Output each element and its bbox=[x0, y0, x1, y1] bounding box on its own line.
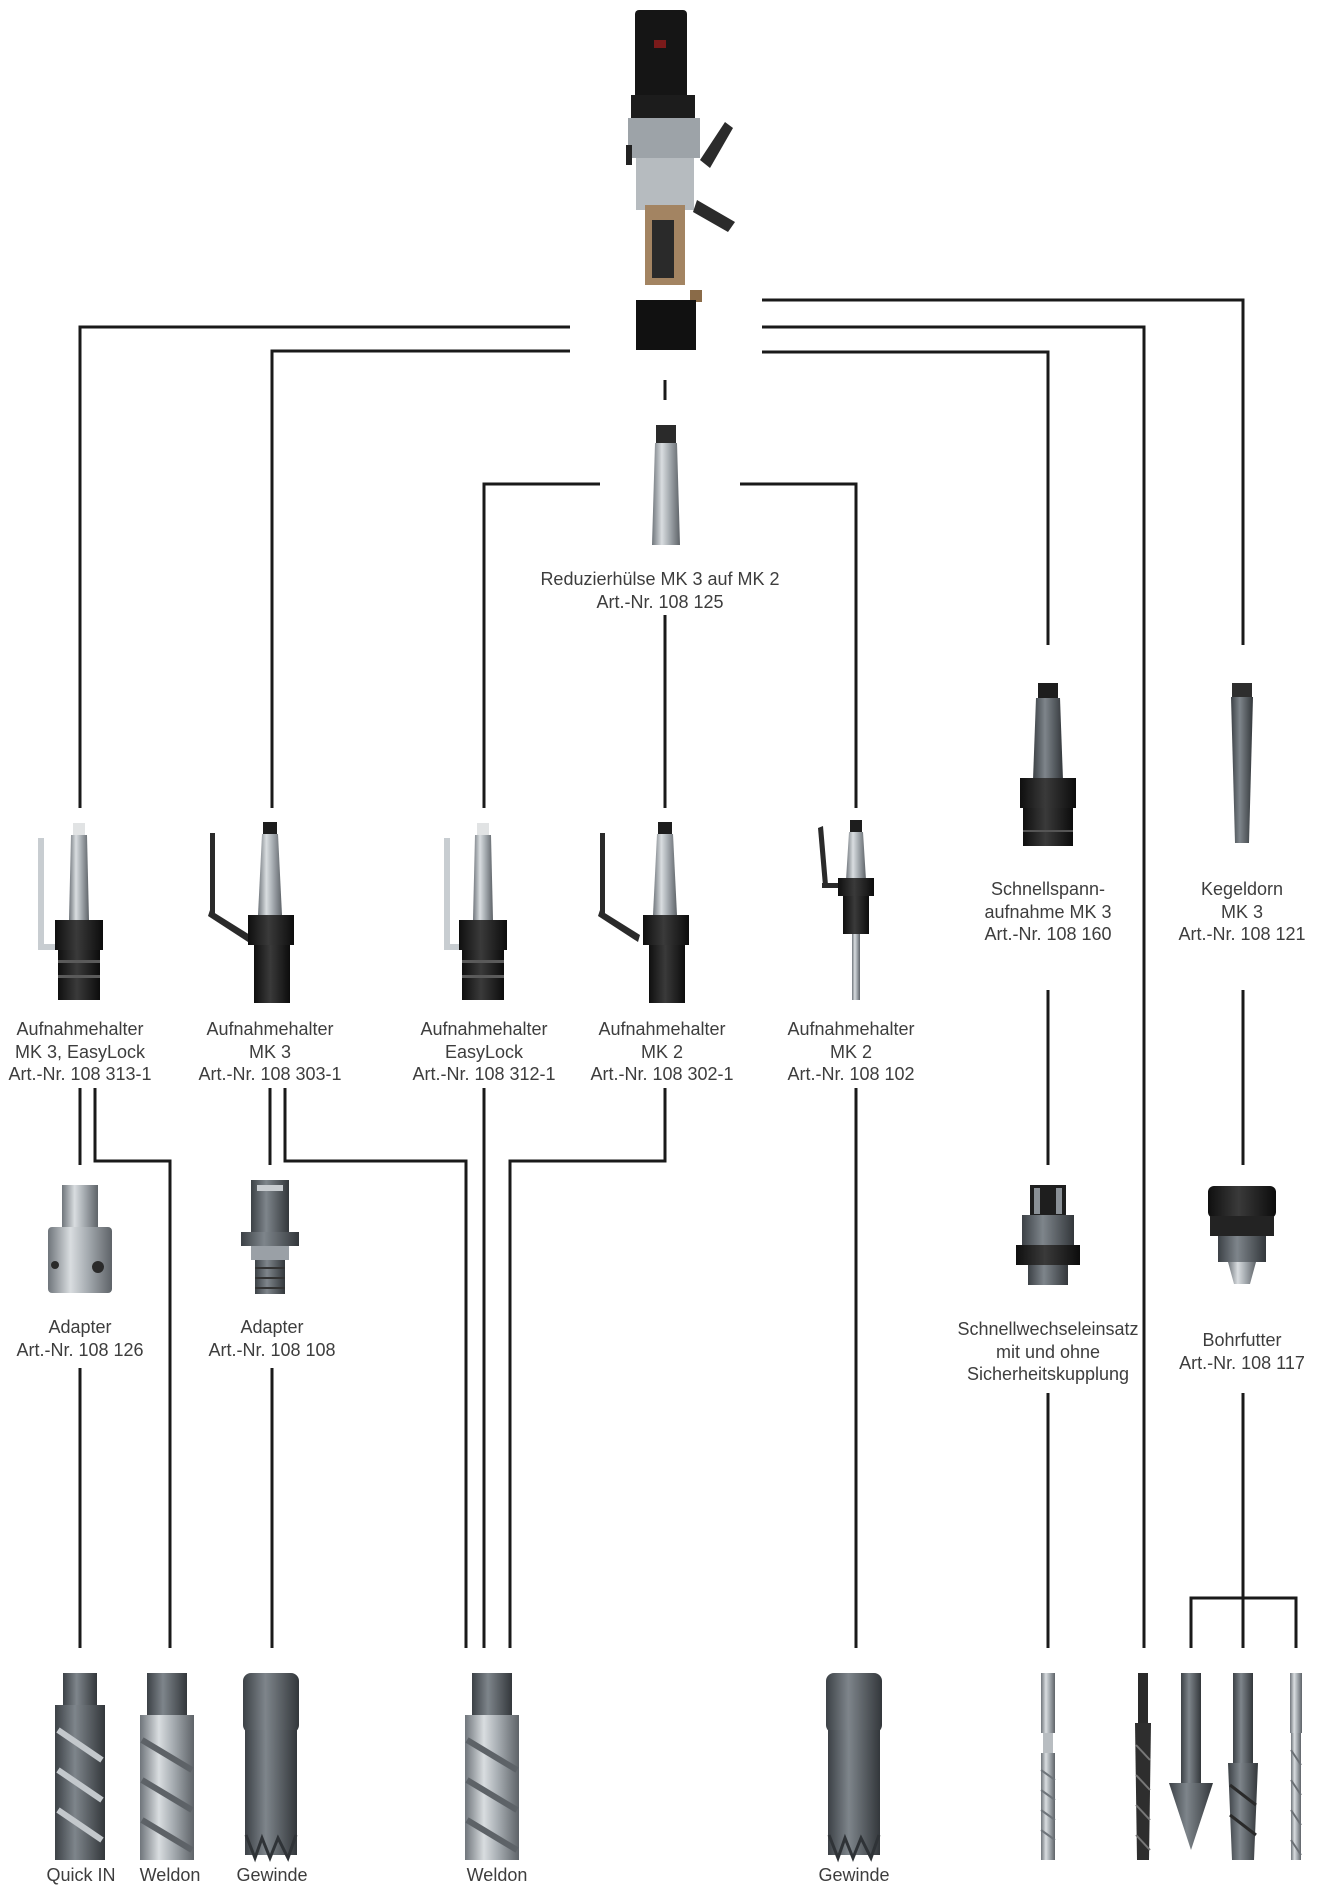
taper-arbor-icon bbox=[1231, 683, 1253, 843]
holder3-label: Aufnahmehalter EasyLock Art.-Nr. 108 312… bbox=[412, 1018, 555, 1086]
arbor-article: Art.-Nr. 108 121 bbox=[1178, 924, 1306, 944]
tool-holder-icon bbox=[208, 822, 294, 1003]
arbor-type: MK 3 bbox=[1220, 901, 1264, 922]
core-cutter-icon bbox=[465, 1673, 519, 1860]
holder4-article: Art.-Nr. 108 302-1 bbox=[590, 1064, 734, 1084]
holder1-article: Art.-Nr. 108 313-1 bbox=[8, 1064, 152, 1084]
holder1-title: Aufnahmehalter bbox=[16, 1019, 144, 1039]
countersink-icon bbox=[1169, 1673, 1213, 1850]
tapinsert-note: Sicherheitskupplung bbox=[966, 1364, 1130, 1384]
holder2-title: Aufnahmehalter bbox=[206, 1019, 334, 1039]
core-cutter-icon bbox=[826, 1673, 882, 1863]
holder2-label: Aufnahmehalter MK 3 Art.-Nr. 108 303-1 bbox=[198, 1018, 341, 1086]
tapinsert-label: Schnellwechseleinsatz mit und ohne Siche… bbox=[957, 1318, 1138, 1386]
adapter2-label: Adapter Art.-Nr. 108 108 bbox=[208, 1316, 335, 1361]
adapter-icon bbox=[241, 1180, 299, 1294]
drill-chuck-icon bbox=[1208, 1186, 1276, 1284]
core-cutter-icon bbox=[243, 1673, 299, 1863]
quickchange-type: aufnahme MK 3 bbox=[984, 901, 1112, 922]
holder4-type: MK 2 bbox=[640, 1041, 684, 1062]
tool-holder-icon bbox=[38, 823, 103, 1000]
holder5-title: Aufnahmehalter bbox=[787, 1019, 915, 1039]
line-to-tools bbox=[762, 325, 1146, 1648]
tool-holder-icon bbox=[444, 823, 507, 1000]
quick-change-chuck-icon bbox=[1016, 1185, 1080, 1285]
tapinsert-title: Schnellwechseleinsatz bbox=[957, 1319, 1139, 1339]
holder5-article: Art.-Nr. 108 102 bbox=[787, 1064, 915, 1084]
twist-drill-icon bbox=[1290, 1673, 1302, 1860]
twist-drill-icon bbox=[1135, 1673, 1151, 1860]
adapter2-title: Adapter bbox=[240, 1317, 304, 1337]
bottom-label-weldon1: Weldon bbox=[139, 1865, 201, 1885]
arbor-label: Kegeldorn MK 3 Art.-Nr. 108 121 bbox=[1178, 878, 1305, 946]
bottom-label-gewinde1: Gewinde bbox=[236, 1865, 308, 1885]
tool-holder-icon bbox=[818, 820, 874, 1000]
holder1-label: Aufnahmehalter MK 3, EasyLock Art.-Nr. 1… bbox=[8, 1018, 151, 1086]
line-to-holder1 bbox=[78, 325, 570, 808]
quickchange-article: Art.-Nr. 108 160 bbox=[984, 924, 1112, 944]
morse-taper-sleeve-icon bbox=[652, 425, 680, 545]
chuck-article: Art.-Nr. 108 117 bbox=[1179, 1352, 1305, 1373]
adapter1-title: Adapter bbox=[48, 1317, 112, 1337]
holder5-label: Aufnahmehalter MK 2 Art.-Nr. 108 102 bbox=[787, 1018, 914, 1086]
line-reducer-to-holder5 bbox=[740, 482, 858, 808]
quick-change-chuck-icon bbox=[1020, 683, 1076, 846]
tapinsert-subtitle: mit und ohne bbox=[995, 1341, 1101, 1362]
arbor-title: Kegeldorn bbox=[1200, 879, 1284, 899]
connector-lines bbox=[78, 298, 1298, 1648]
tool-holder-icon bbox=[598, 822, 689, 1003]
adapter1-article: Art.-Nr. 108 126 bbox=[16, 1339, 144, 1360]
reducer-name: Reduzierhülse MK 3 auf MK 2 bbox=[540, 569, 780, 589]
adapter2-article: Art.-Nr. 108 108 bbox=[208, 1339, 336, 1360]
line-to-quickchange bbox=[762, 350, 1050, 645]
holder4-label: Aufnahmehalter MK 2 Art.-Nr. 108 302-1 bbox=[590, 1018, 733, 1086]
adapter1-label: Adapter Art.-Nr. 108 126 bbox=[16, 1316, 143, 1361]
reducer-article: Art.-Nr. 108 125 bbox=[596, 591, 724, 612]
line-to-holder2 bbox=[270, 349, 570, 808]
chuck-title: Bohrfutter bbox=[1202, 1330, 1282, 1350]
line-to-arbor bbox=[762, 298, 1245, 645]
holder4-title: Aufnahmehalter bbox=[598, 1019, 726, 1039]
holder3-title: Aufnahmehalter bbox=[420, 1019, 548, 1039]
bottom-label-quickin: Quick IN bbox=[46, 1865, 116, 1885]
bottom-label-gewinde2: Gewinde bbox=[818, 1865, 890, 1885]
adapter-icon bbox=[48, 1185, 112, 1293]
holder1-type: MK 3, EasyLock bbox=[14, 1041, 146, 1062]
holder2-type: MK 3 bbox=[248, 1041, 292, 1062]
core-cutter-icon bbox=[55, 1673, 105, 1860]
core-cutter-icon bbox=[140, 1673, 194, 1860]
holder3-article: Art.-Nr. 108 312-1 bbox=[412, 1064, 556, 1084]
drill-machine-icon bbox=[626, 10, 735, 350]
holder3-type: EasyLock bbox=[444, 1041, 524, 1062]
line-chuck-split bbox=[1189, 1596, 1298, 1648]
quickchange-title: Schnellspann- bbox=[990, 879, 1106, 899]
chuck-label: Bohrfutter Art.-Nr. 108 117 bbox=[1179, 1329, 1305, 1374]
line-holder4-to-weldon2 bbox=[508, 1088, 667, 1648]
bottom-label-weldon2: Weldon bbox=[466, 1865, 528, 1885]
holder2-article: Art.-Nr. 108 303-1 bbox=[198, 1064, 342, 1084]
line-reducer-to-holder3 bbox=[482, 482, 600, 808]
line-holder2-to-weldon2 bbox=[283, 1088, 468, 1648]
holder5-type: MK 2 bbox=[829, 1041, 872, 1062]
reducer-label: Reduzierhülse MK 3 auf MK 2 Art.-Nr. 108… bbox=[540, 568, 779, 613]
line-holder1-to-weldon1 bbox=[93, 1088, 172, 1648]
tap-icon bbox=[1040, 1673, 1056, 1860]
twist-drill-icon bbox=[1228, 1673, 1258, 1860]
quickchange-label: Schnellspann- aufnahme MK 3 Art.-Nr. 108… bbox=[984, 878, 1111, 946]
